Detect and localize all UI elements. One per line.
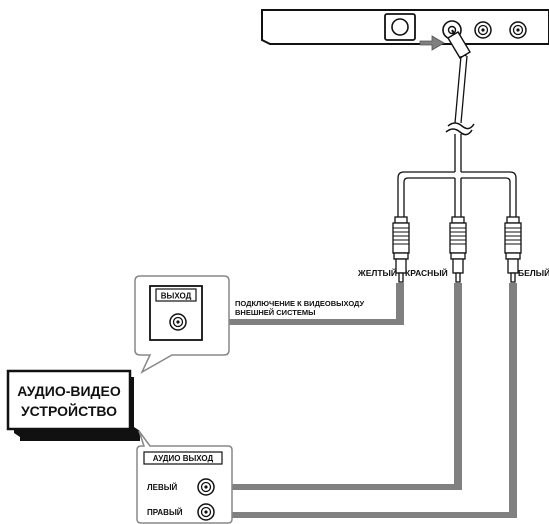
- label-red: КРАСНЫЙ: [405, 267, 448, 278]
- audio-out-label: АУДИО ВЫХОД: [153, 454, 214, 463]
- left-channel-label: ЛЕВЫЙ: [147, 483, 178, 492]
- video-out-jack-icon: [169, 313, 187, 331]
- connection-note-line2: ВНЕШНЕЙ СИСТЕМЫ: [235, 308, 315, 317]
- connection-note-line1: ПОДКЛЮЧЕНИЕ К ВИДЕОВЫХОДУ: [235, 299, 364, 308]
- right-jack-icon: [197, 503, 215, 521]
- panel-jack-icon: [509, 21, 527, 39]
- label-white: БЕЛЫЙ: [518, 267, 549, 278]
- av-cable: [397, 55, 517, 217]
- device-label-line2: УСТРОЙСТВО: [21, 402, 117, 419]
- av-device: АУДИО-ВИДЕО УСТРОЙСТВО: [6, 369, 140, 441]
- device-label-line1: АУДИО-ВИДЕО: [17, 383, 121, 399]
- panel-jack-icon: [474, 21, 492, 39]
- label-yellow: ЖЕЛТЫЙ: [357, 267, 397, 278]
- red-plug-icon: [449, 216, 467, 283]
- audio-out-panel: АУДИО ВЫХОД ЛЕВЫЙ ПРАВЫЙ: [136, 430, 233, 524]
- connection-arrows: [197, 283, 517, 523]
- arrow-icon: [419, 35, 445, 51]
- video-out-label: ВЫХОД: [161, 292, 192, 301]
- player-rear-panel: [261, 9, 549, 59]
- video-out-panel: ВЫХОД: [134, 275, 230, 374]
- right-channel-label: ПРАВЫЙ: [147, 508, 183, 517]
- left-jack-icon: [197, 478, 215, 496]
- arrow-icon: [197, 283, 404, 330]
